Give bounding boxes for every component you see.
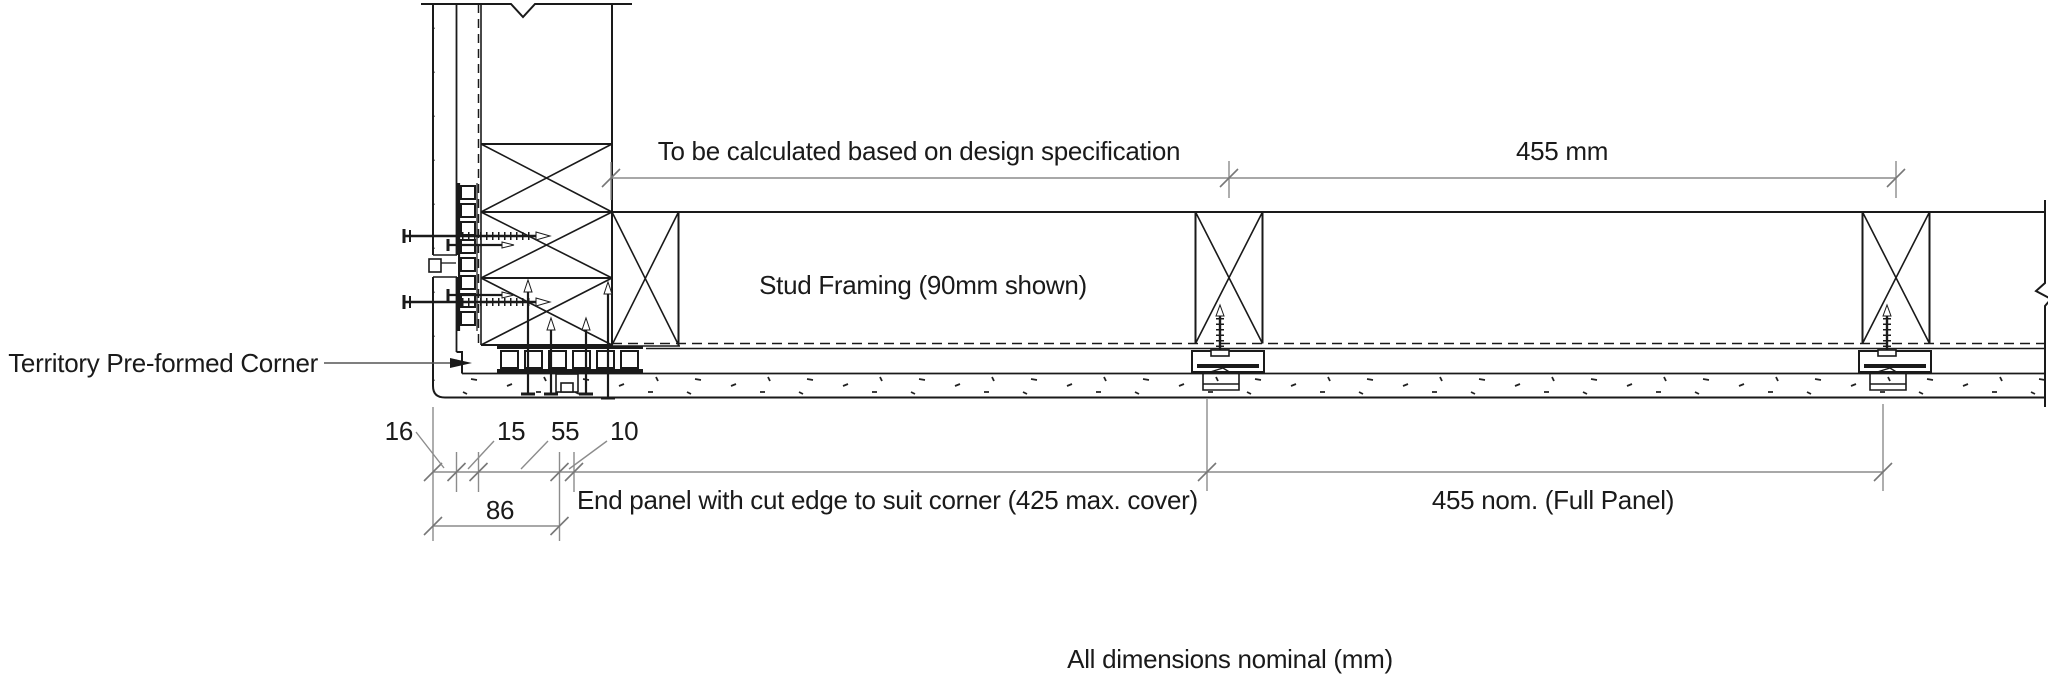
rail-clip-stud-3 <box>1858 303 1932 391</box>
dim-86-label: 86 <box>486 495 514 525</box>
dim-15-label: 15 <box>497 416 525 446</box>
dim-86-string: 86 <box>423 495 570 536</box>
stud-framing-label: Stud Framing (90mm shown) <box>759 270 1087 300</box>
corner-batten-rail <box>497 346 643 373</box>
horizontal-screws <box>402 229 552 309</box>
vertical-stud-x-bracing <box>480 143 613 346</box>
top-dim-left-label: To be calculated based on design specifi… <box>658 136 1180 166</box>
right-break-line <box>2034 200 2048 407</box>
dim-455mm-label: 455 mm <box>1516 136 1608 166</box>
corner-screws <box>521 278 615 400</box>
dimensions-note: All dimensions nominal (mm) <box>1067 644 1393 674</box>
bottom-dimension-string: 16 15 55 10 End panel with cut edge to s… <box>385 399 1893 541</box>
horizontal-wall <box>456 200 2048 407</box>
stud-2 <box>1194 211 1264 344</box>
top-dimension-string: To be calculated based on design specifi… <box>601 136 1906 200</box>
corner-label: Territory Pre-formed Corner <box>8 348 318 378</box>
corner-leader: Territory Pre-formed Corner <box>8 348 472 378</box>
dim-10-label: 10 <box>610 416 638 446</box>
stud-3 <box>1861 211 1931 344</box>
cladding-stipple <box>434 5 2044 397</box>
vertical-cladding-joint <box>428 254 458 278</box>
vertical-wall <box>402 3 2044 399</box>
corner-stud <box>611 211 680 347</box>
leader-arrow-icon <box>450 358 472 368</box>
rail-clip-stud-2 <box>1191 303 1265 391</box>
corner-cladding-joint <box>555 373 579 393</box>
dim-55-label: 55 <box>551 416 579 446</box>
full-panel-label: 455 nom. (Full Panel) <box>1432 485 1674 515</box>
dim-16-label: 16 <box>385 416 413 446</box>
vertical-batten-rail <box>456 183 478 331</box>
preformed-corner-piece <box>456 351 463 374</box>
end-panel-label: End panel with cut edge to suit corner (… <box>577 485 1198 515</box>
